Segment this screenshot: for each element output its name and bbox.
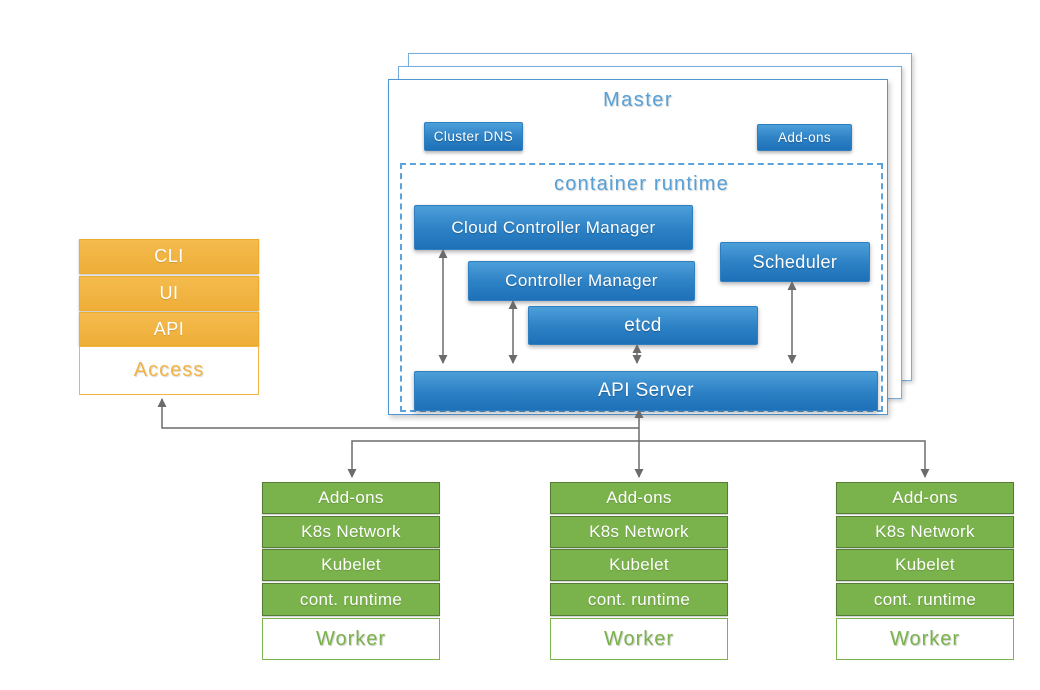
master-addons-box: Add-ons bbox=[757, 124, 852, 151]
api-server-box: API Server bbox=[414, 371, 878, 411]
worker3-title-box: Worker bbox=[836, 618, 1014, 660]
controller-manager-box: Controller Manager bbox=[468, 261, 695, 301]
worker2-cont-runtime-row: cont. runtime bbox=[550, 583, 728, 616]
worker-node-1: Add-ons K8s Network Kubelet cont. runtim… bbox=[262, 482, 440, 662]
etcd-box: etcd bbox=[528, 306, 758, 345]
cloud-controller-manager-box: Cloud Controller Manager bbox=[414, 205, 693, 250]
access-box: Access bbox=[79, 346, 259, 395]
access-row-cli: CLI bbox=[79, 239, 259, 274]
worker1-k8s-network-row: K8s Network bbox=[262, 516, 440, 548]
worker-node-3: Add-ons K8s Network Kubelet cont. runtim… bbox=[836, 482, 1014, 662]
container-runtime-title: container runtime bbox=[554, 173, 729, 195]
worker1-title-box: Worker bbox=[262, 618, 440, 660]
worker1-cont-runtime-row: cont. runtime bbox=[262, 583, 440, 616]
worker1-kubelet-row: Kubelet bbox=[262, 549, 440, 581]
worker3-kubelet-row: Kubelet bbox=[836, 549, 1014, 581]
master-node-box: Master Cluster DNS Add-ons container run… bbox=[388, 79, 888, 415]
worker3-addons-row: Add-ons bbox=[836, 482, 1014, 514]
worker1-addons-row: Add-ons bbox=[262, 482, 440, 514]
scheduler-box: Scheduler bbox=[720, 242, 870, 282]
worker2-kubelet-row: Kubelet bbox=[550, 549, 728, 581]
worker2-title-box: Worker bbox=[550, 618, 728, 660]
worker2-k8s-network-row: K8s Network bbox=[550, 516, 728, 548]
master-title: Master bbox=[602, 89, 674, 111]
access-row-ui: UI bbox=[79, 276, 259, 311]
worker3-cont-runtime-row: cont. runtime bbox=[836, 583, 1014, 616]
worker-node-2: Add-ons K8s Network Kubelet cont. runtim… bbox=[550, 482, 728, 662]
access-row-api: API bbox=[79, 312, 259, 346]
container-runtime-box: container runtime Cloud Controller Manag… bbox=[400, 163, 883, 412]
arrow-apiserver-worker1-worker3 bbox=[347, 440, 930, 478]
cluster-dns-box: Cluster DNS bbox=[424, 122, 523, 151]
worker2-addons-row: Add-ons bbox=[550, 482, 728, 514]
worker3-k8s-network-row: K8s Network bbox=[836, 516, 1014, 548]
